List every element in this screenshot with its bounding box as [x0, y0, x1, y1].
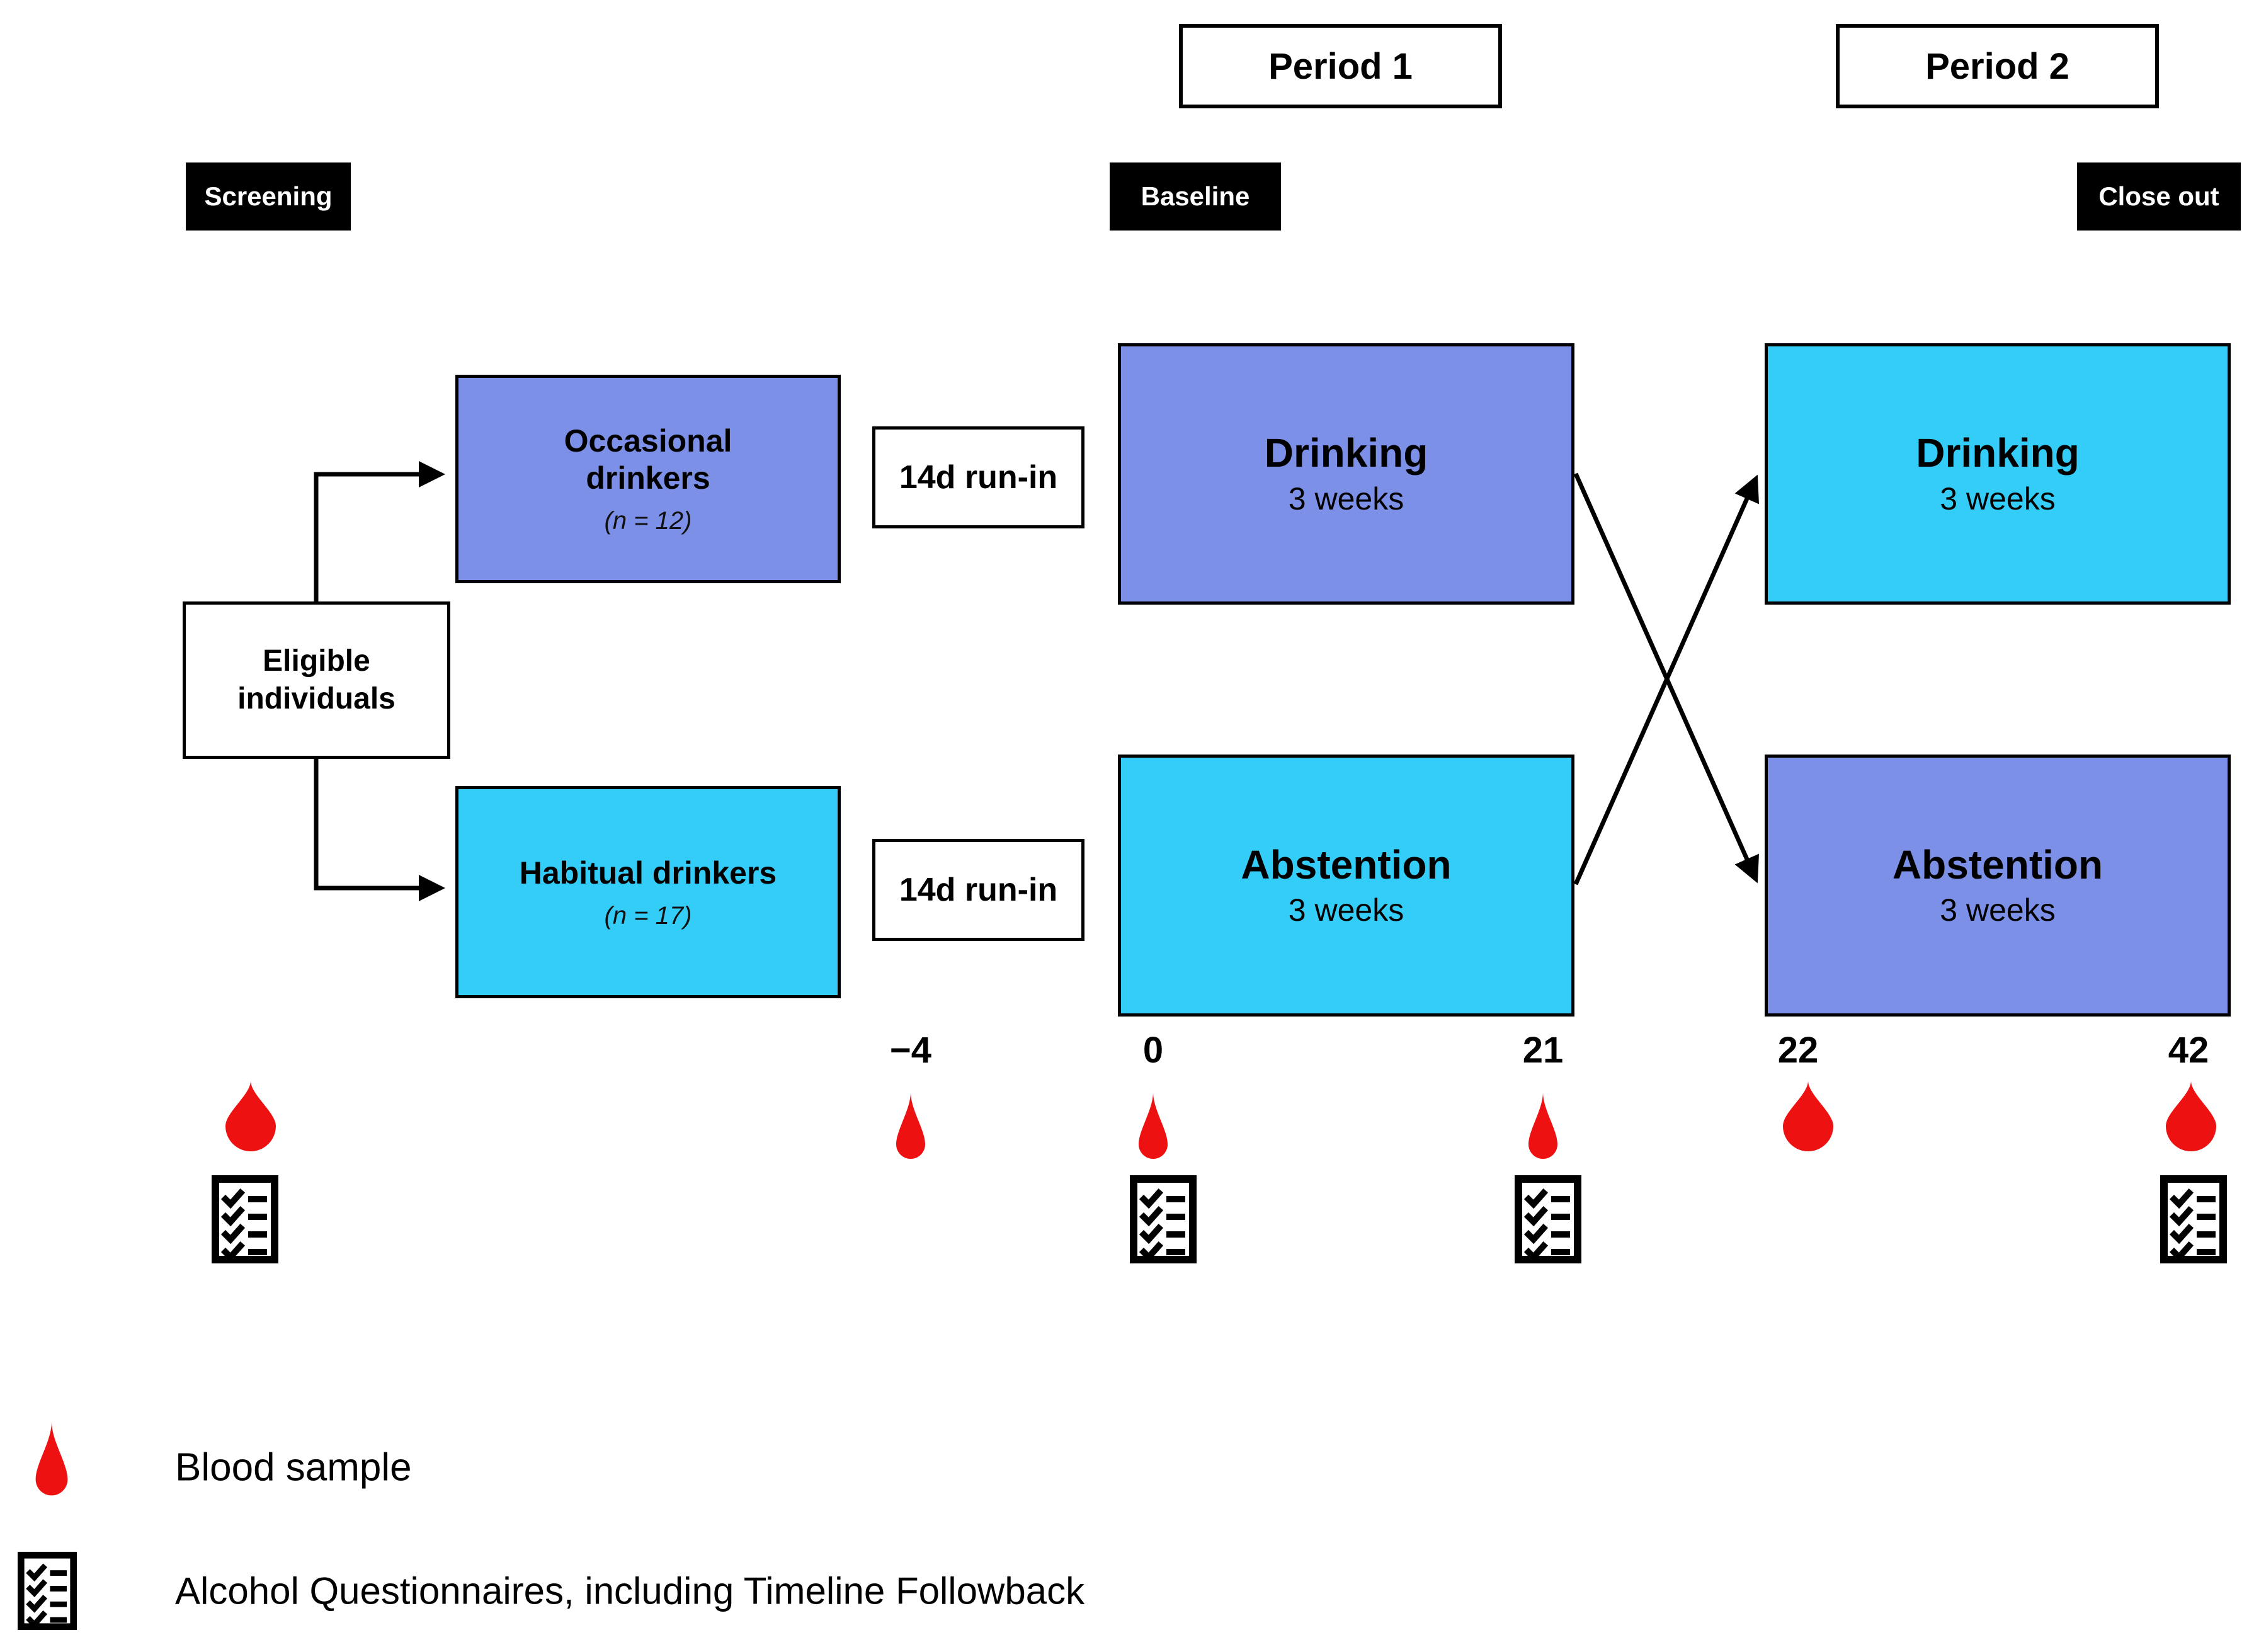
- timeline-tick-0: 0: [1142, 1030, 1164, 1071]
- timeline-tick-22: 22: [1777, 1030, 1819, 1071]
- drinking-period1-duration: 3 weeks: [1288, 481, 1404, 516]
- timeline-tick-21: 21: [1522, 1030, 1564, 1071]
- checklist-icon: [212, 1175, 278, 1263]
- habitual-n-label: (n = 17): [604, 901, 692, 930]
- period-1-label: Period 1: [1268, 45, 1413, 87]
- drinking-period1-title: Drinking: [1264, 430, 1428, 476]
- blood-drop-icon: [896, 1092, 925, 1159]
- runin-top-label: 14d run-in: [899, 459, 1058, 496]
- habitual-title: Habitual drinkers: [519, 855, 777, 891]
- crossover-arrow-abstention-to-drinking: [1573, 474, 1759, 886]
- blood-drop-icon: [1783, 1081, 1833, 1151]
- abstention-period1-title: Abstention: [1241, 841, 1452, 887]
- closeout-tag-label: Close out: [2098, 181, 2219, 211]
- blood-drop-icon: [35, 1421, 68, 1496]
- checklist-icon: [1515, 1175, 1581, 1263]
- eligible-line2: individuals: [237, 682, 396, 715]
- blood-drop-icon: [1528, 1092, 1557, 1159]
- legend-questionnaires-label: Alcohol Questionnaires, including Timeli…: [175, 1569, 1085, 1612]
- blood-drop-icon: [225, 1081, 276, 1151]
- closeout-tag: Close out: [2077, 162, 2241, 231]
- period-2-label: Period 2: [1925, 45, 2069, 87]
- runin-box-top: 14d run-in: [872, 426, 1084, 528]
- drinking-period1-box: Drinking 3 weeks: [1118, 343, 1574, 605]
- blood-drop-icon: [1139, 1092, 1168, 1159]
- checklist-icon: [2160, 1175, 2227, 1263]
- abstention-period1-box: Abstention 3 weeks: [1118, 755, 1574, 1017]
- drinking-period2-title: Drinking: [1916, 430, 2080, 476]
- period-1-header: Period 1: [1179, 24, 1502, 108]
- legend-blood-sample-label: Blood sample: [175, 1445, 412, 1490]
- crossover-arrow-drinking-to-abstention: [1573, 472, 1759, 884]
- checklist-icon: [18, 1551, 77, 1631]
- occasional-title-line1: Occasional: [564, 423, 732, 459]
- drinking-period2-duration: 3 weeks: [1940, 481, 2056, 516]
- checklist-icon: [1130, 1175, 1197, 1263]
- blood-drop-icon: [2166, 1081, 2216, 1151]
- abstention-period1-duration: 3 weeks: [1288, 892, 1404, 928]
- period-2-header: Period 2: [1836, 24, 2159, 108]
- runin-box-bottom: 14d run-in: [872, 839, 1084, 941]
- timeline-tick-42: 42: [2168, 1030, 2209, 1071]
- abstention-period2-duration: 3 weeks: [1940, 892, 2056, 928]
- screening-tag-label: Screening: [204, 181, 333, 211]
- screening-tag: Screening: [186, 162, 351, 231]
- drinking-period2-box: Drinking 3 weeks: [1765, 343, 2231, 605]
- abstention-period2-box: Abstention 3 weeks: [1765, 755, 2231, 1017]
- connector-eligible-to-habitual: [314, 757, 445, 901]
- abstention-period2-title: Abstention: [1892, 841, 2103, 887]
- baseline-tag: Baseline: [1110, 162, 1281, 231]
- habitual-drinkers-box: Habitual drinkers (n = 17): [455, 786, 841, 998]
- runin-bottom-label: 14d run-in: [899, 872, 1058, 908]
- connector-eligible-to-occasional: [314, 461, 445, 603]
- occasional-title-line2: drinkers: [586, 460, 710, 496]
- eligible-line1: Eligible: [263, 644, 370, 678]
- occasional-n-label: (n = 12): [604, 507, 692, 535]
- baseline-tag-label: Baseline: [1141, 181, 1250, 211]
- occasional-drinkers-box: Occasional drinkers (n = 12): [455, 375, 841, 583]
- eligible-individuals-box: Eligible individuals: [183, 601, 450, 759]
- timeline-tick-minus4: −4: [889, 1030, 932, 1071]
